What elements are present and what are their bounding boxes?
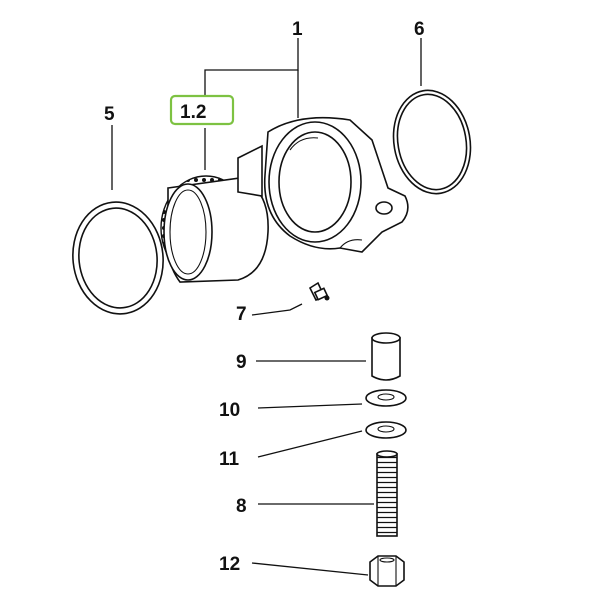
seal-ring-part-5[interactable] (67, 198, 168, 319)
callout-11[interactable]: 11 (219, 449, 240, 470)
callout-12[interactable]: 12 (219, 554, 240, 575)
needle-bearing-part-1-2[interactable] (160, 175, 269, 283)
washer-part-10[interactable] (365, 389, 407, 407)
bearing-housing-part-1[interactable] (237, 116, 409, 253)
spacer-sleeve-part-9[interactable] (371, 332, 401, 381)
callout-8[interactable]: 8 (236, 496, 247, 517)
grease-nipple-part-7[interactable] (308, 281, 330, 302)
washer-part-11[interactable] (365, 421, 407, 439)
callout-6[interactable]: 6 (414, 19, 425, 40)
callout-9[interactable]: 9 (236, 352, 247, 373)
o-ring-part-6[interactable] (386, 84, 479, 200)
callout-1-2[interactable]: 1.2 (180, 102, 206, 123)
callout-7[interactable]: 7 (236, 304, 247, 325)
callout-10[interactable]: 10 (219, 400, 240, 421)
callout-1[interactable]: 1 (292, 19, 303, 40)
highlight-box-1-2 (169, 94, 235, 126)
threaded-stud-part-8[interactable] (376, 450, 398, 537)
callout-5[interactable]: 5 (104, 104, 115, 125)
hex-nut-part-12[interactable] (369, 555, 405, 587)
leader-lines (111, 38, 422, 576)
